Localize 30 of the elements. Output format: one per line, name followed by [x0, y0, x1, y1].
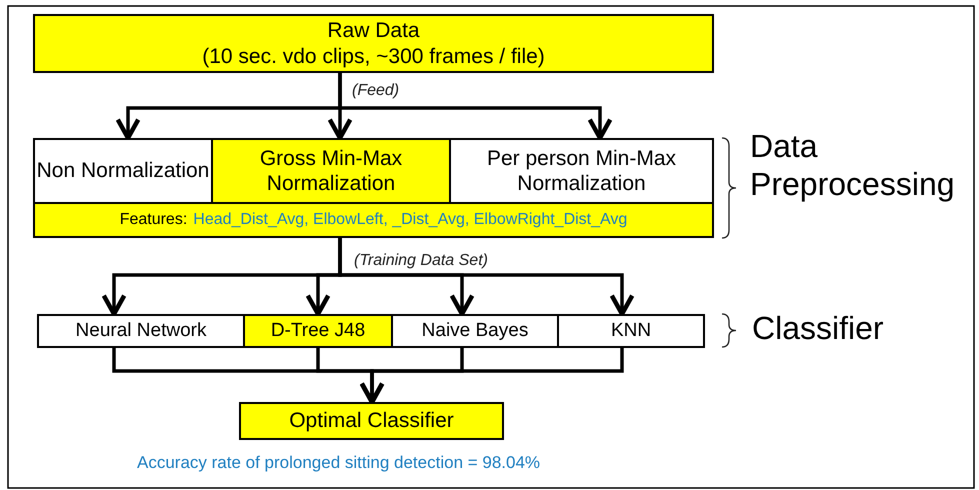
node-title: Non Normalization — [36, 158, 210, 184]
method-box — [211, 138, 451, 204]
process-box — [33, 14, 714, 73]
section-label: Data Preprocessing — [750, 128, 956, 204]
edge-label: (Feed) — [350, 82, 402, 100]
node-title: Optimal Classifier — [289, 408, 454, 434]
result-note: Accuracy rate of prolonged sitting detection = 98.04% — [137, 453, 540, 473]
method-box — [391, 314, 559, 348]
arrow — [360, 348, 624, 404]
node-title: Gross Min-Max Normalization — [258, 146, 404, 196]
node-title: Neural Network — [76, 320, 206, 342]
node-subtitle: (10 sec. vdo clips, ~300 frames / file) — [202, 44, 545, 69]
arrow — [338, 238, 634, 316]
method-box — [33, 138, 213, 204]
method-box — [449, 138, 714, 204]
method-box — [557, 314, 705, 348]
node-title: Naive Bayes — [422, 320, 528, 342]
edge-label: (Training Data Set) — [352, 252, 490, 270]
node-title: Per person Min-Max Normalization — [486, 146, 678, 196]
method-box — [37, 314, 245, 348]
arrow — [338, 73, 612, 140]
feature-bar — [33, 202, 714, 238]
node-title: Raw Data — [327, 18, 420, 44]
node-title: KNN — [610, 320, 652, 342]
section-label: Classifier — [752, 310, 884, 347]
node-title: D-Tree J48 — [270, 320, 366, 342]
feature-list: Head_Dist_Avg, ElbowLeft, _Dist_Avg, ElbowRight_Dist_Avg — [193, 210, 628, 230]
method-box — [243, 314, 393, 348]
process-box — [239, 402, 504, 440]
feature-heading: Features: — [120, 210, 188, 230]
